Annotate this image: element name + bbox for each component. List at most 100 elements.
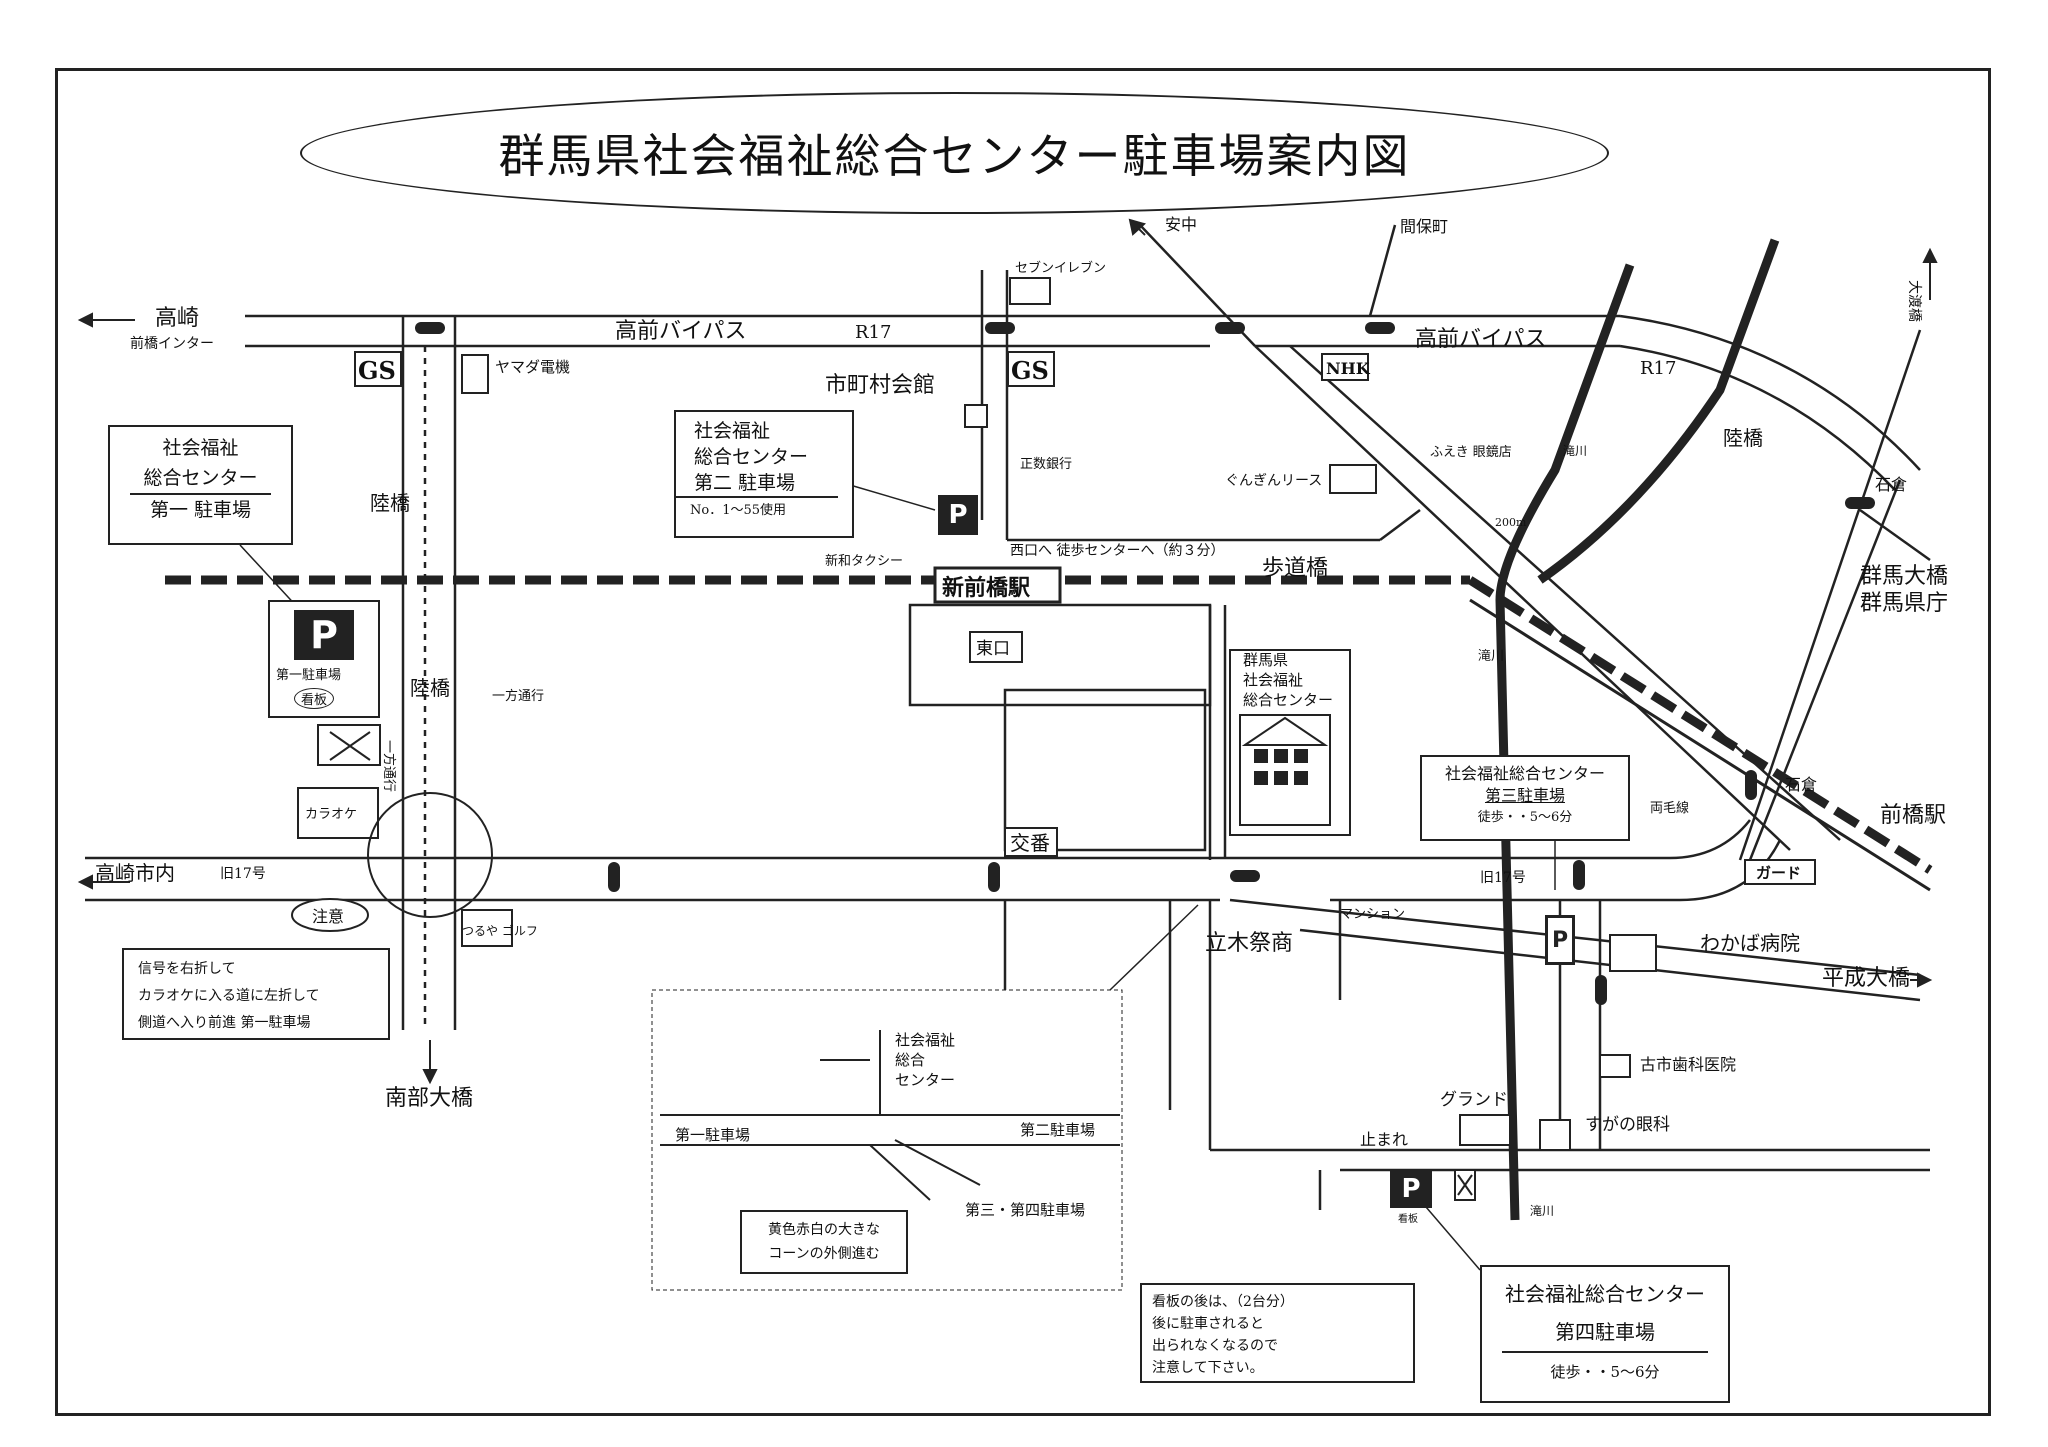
boxed-tag-labels: GS GS NHK 東口 交番 ガード 新前橋駅 [358,356,1801,882]
label-takasaki: 高崎 [155,306,199,331]
label-ojiro: 大渡橋 [1906,280,1922,322]
caution-circle [367,792,493,918]
second-parking-card: 社会福祉 総合センター 第二 駐車場 No．1～55使用 [674,410,854,538]
building-yamada [461,354,489,394]
arrow-head [77,312,93,328]
label-sugano: すがの眼科 [1585,1115,1670,1135]
fourth-warning-line4: 注意して下さい。 [1152,1360,1264,1376]
first-parking-line3: 第一 駐車場 [130,493,271,525]
inset-cone-note: 黄色赤白の大きな コーンの外側進む [740,1210,908,1274]
signal-icon [1215,322,1245,334]
inset-third-fourth: 第三・第四駐車場 [965,1201,1085,1219]
fourth-parking-card: 社会福祉総合センター 第四駐車場 徒歩・・5～6分 [1480,1265,1730,1403]
inset-first: 第一駐車場 [675,1126,750,1144]
label-gunma-ohashi: 群馬大橋 [1860,564,1948,589]
inset-road-diag [894,1139,981,1186]
road-station-diag [1379,509,1421,541]
inset-center-2: 総合 [895,1051,925,1069]
label-heisei-ohashi: 平成大橋 [1822,966,1910,991]
traffic-signals [415,322,1875,1005]
inset-second: 第二駐車場 [1020,1121,1095,1139]
first-parking-card: 社会福祉 総合センター 第一 駐車場 [108,425,293,545]
center-building-line2: 社会福祉 [1243,671,1303,689]
center-building-line1: 群馬県 [1243,651,1288,669]
window [1294,771,1308,785]
fourth-warning-note: 看板の後は、（2台分） 後に駐車されると 出られなくなるので 注意して下さい。 [1140,1283,1415,1383]
inset-cone-line2: コーンの外側進む [768,1246,880,1262]
label-ishikura-2: 石倉 [1785,775,1817,794]
second-parking-line2: 総合センター [694,446,809,468]
inset-road-diag-2 [869,1144,931,1201]
direction-arrows [77,218,1938,1085]
second-parking-line1: 社会福祉 [694,420,771,442]
label-takigawa-north: 滝川 [1563,444,1587,458]
tag-kosaten [1004,827,1058,857]
label-mansion: マンション [1340,907,1405,922]
signal-icon [1230,870,1260,882]
label-rikkyo-west: 陸橋 [370,491,410,515]
label-shin-maebashi: 新前橋駅 [942,575,1030,601]
third-parking-card: 社会福祉総合センター 第三駐車場 徒歩・・5～6分 [1420,755,1630,841]
label-ippo-tsuko-2: 一方通行 [381,740,397,792]
label-anaka: 安中 [1165,215,1197,234]
label-shoko: 正数銀行 [1020,457,1072,472]
label-r17-east: R17 [1640,358,1676,379]
first-parking-kanban: 看板 [294,688,335,709]
tag-nhk [1321,353,1369,381]
building-karaoke [297,787,379,839]
label-kyu17-west: 旧17号 [220,866,266,882]
fourth-parking-p-icon: P [1390,1170,1432,1208]
inset-center-1: 社会福祉 [895,1031,955,1049]
label-takigawa-mid: 滝川 [1478,649,1504,664]
buildings [297,277,1657,1201]
window [1254,771,1268,785]
label-takigawa-south: 滝川 [1530,1204,1554,1218]
label-distance-200: 200m [1495,516,1527,529]
window [1254,749,1268,763]
inset-center-3: センター [895,1071,955,1089]
inset-roads [660,1030,1120,1201]
arrow-head [422,1069,438,1085]
label-gado: ガード [1756,864,1801,882]
arrow-head [77,874,93,890]
second-parking-line3: 第二 駐車場 [676,470,838,498]
label-shinwa-taxi: 新和タクシー [825,553,903,569]
road-gunma-ohashi [1859,508,1931,562]
signal-icon [1365,322,1395,334]
first-route-line1: 信号を右折して [138,961,236,977]
label-grand: グランド [1440,1090,1508,1110]
callout-lines [239,484,1556,1271]
label-karaoke: カラオケ [305,807,357,822]
center-building-labels: 群馬県 社会福祉 総合センター [1243,651,1333,709]
river-takigawa-a [1495,263,1635,1221]
signal-icon [1595,975,1607,1005]
callout-second [849,484,936,511]
label-takamae-bypass: 高前バイパス [615,319,747,344]
label-gunma-lease: ぐんぎんリース [1225,473,1322,489]
label-ishikura: 石倉 [1875,475,1907,494]
label-shichoson: 市町村会館 [825,373,935,398]
river-takigawa-b [1537,238,1780,584]
arrow-head [1922,247,1938,263]
building-koichi [1599,1054,1631,1078]
signal-icon [1573,860,1585,890]
building-seven-eleven [1009,277,1051,305]
second-parking-p-icon: P [938,495,978,535]
label-rikkyo-east: 陸橋 [1723,426,1763,450]
arrow-head [1917,972,1933,988]
label-tsuruya: つるや ゴルフ [462,923,538,938]
window [1294,749,1308,763]
first-parking-lot: P 第一駐車場 看板 [268,600,380,718]
label-maebashi-ic: 前橋インター [130,335,214,352]
rail-ryomo-b [1469,598,1931,892]
second-parking-note: No．1～55使用 [690,503,787,518]
fourth-warning-line3: 出られなくなるので [1152,1338,1278,1354]
road-ojiro-b [1748,479,1902,861]
label-seven-eleven: セブンイレブン [1015,260,1106,276]
tag-shin-maebashi [933,566,1062,604]
inset-labels: 社会福祉 総合 センター 第一駐車場 第二駐車場 第三・第四駐車場 [675,1031,1095,1219]
callout-inset [1109,904,1199,991]
boxed-tags [354,351,1816,885]
signal-icon [988,862,1000,892]
window [1274,749,1288,763]
